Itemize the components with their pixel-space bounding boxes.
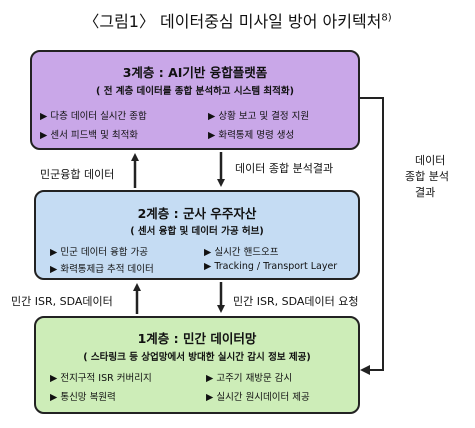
layer3-box: 3계층 : AI기반 융합플랫폼 ( 전 계층 데이터를 종합 분석하고 시스템… — [30, 50, 360, 150]
figure-title: 〈그림1〉 데이터중심 미사일 방어 아키텍처8) — [0, 8, 475, 32]
layer2-title: 2계층 : 군사 우주자산 — [137, 206, 257, 221]
layer1-item: ▶ 통신망 복원력 — [50, 392, 116, 403]
layer1-item: ▶ 고주기 재방문 감시 — [206, 373, 293, 384]
footnote-mark: 8) — [381, 12, 392, 24]
layer1-box: 1계층 : 민간 데이터망 ( 스타링크 등 상업망에서 방대한 실시간 감시 … — [34, 316, 360, 414]
flow-label-side-line1: 데이터 — [415, 154, 446, 167]
layer2-item: ▶ Tracking / Transport Layer — [204, 261, 338, 272]
flow-label-down-2-to-1: 민간 ISR, SDA데이터 요청 — [233, 295, 359, 308]
layer2-subtitle: ( 센서 융합 및 데이터 가공 허브) — [130, 226, 264, 237]
layer2-item: ▶ 화력통제급 추적 데이터 — [50, 264, 154, 275]
flow-label-up-1-to-2: 민간 ISR, SDA데이터 — [11, 295, 113, 308]
layer1-subtitle: ( 스타링크 등 상업망에서 방대한 실시간 감시 정보 제공) — [83, 352, 311, 363]
arrow-side-head — [360, 365, 370, 375]
flow-label-up-2-to-3: 민군융합 데이터 — [40, 168, 115, 181]
layer3-item: ▶ 상황 보고 및 결정 지원 — [208, 111, 310, 122]
layer1-item: ▶ 실시간 원시데이터 제공 — [206, 392, 310, 403]
layer2-box: 2계층 : 군사 우주자산 ( 센서 융합 및 데이터 가공 허브) ▶ 민군 … — [34, 190, 360, 280]
layer1-item: ▶ 전지구적 ISR 커버리지 — [50, 373, 152, 384]
arrow-side-3-to-1 — [360, 97, 384, 371]
layer2-item: ▶ 실시간 핸드오프 — [204, 247, 279, 258]
layer3-item: ▶ 센서 피드백 및 최적화 — [40, 130, 139, 141]
figure-title-text: 〈그림1〉 데이터중심 미사일 방어 아키텍처 — [83, 12, 382, 31]
layer1-title: 1계층 : 민간 데이터망 — [137, 331, 257, 346]
layer3-subtitle: ( 전 계층 데이터를 종합 분석하고 시스템 최적화) — [96, 86, 294, 97]
layer3-item: ▶ 화력통제 명령 생성 — [208, 130, 295, 141]
layer3-item: ▶ 다층 데이터 실시간 종합 — [40, 111, 147, 122]
layer3-title: 3계층 : AI기반 융합플랫폼 — [122, 65, 268, 80]
flow-label-side-line3: 결과 — [415, 186, 436, 199]
flow-label-down-3-to-2: 데이터 종합 분석결과 — [235, 162, 334, 175]
layer2-item: ▶ 민군 데이터 융합 가공 — [50, 247, 149, 258]
flow-label-side-line2: 종합 분석 — [405, 170, 449, 183]
